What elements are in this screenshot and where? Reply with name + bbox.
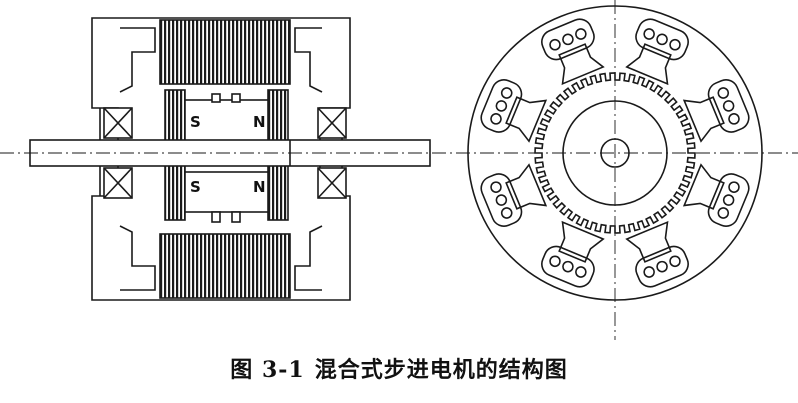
coil-wire-section <box>495 100 508 112</box>
stator-pole <box>541 18 605 86</box>
bearing-top-right <box>317 107 347 139</box>
coil-wire-section <box>490 113 502 125</box>
magnet-notch-top-left <box>211 93 221 103</box>
coil-wire-section <box>575 28 587 40</box>
bearing-bottom-right <box>317 167 347 199</box>
pole-shoe <box>682 96 725 143</box>
coil-wire-section <box>549 38 561 51</box>
coil-wire-section <box>717 87 730 99</box>
coil-wire-section <box>656 260 668 273</box>
coil-wire-section <box>500 87 513 99</box>
pole-shoe <box>558 220 605 263</box>
coil-wire-section <box>728 181 740 193</box>
stator-pole <box>480 163 548 227</box>
magnet-bottom-south-label: S <box>190 178 201 196</box>
coil-wire-section <box>500 207 513 219</box>
figure-number: 图 3-1 <box>230 357 305 383</box>
coil-winding <box>480 79 523 133</box>
stator-pole <box>682 79 750 143</box>
coil-wire-section <box>575 266 587 278</box>
pole-shoe <box>558 43 605 86</box>
coil-wire-section <box>549 255 561 268</box>
bearing-top-left <box>103 107 133 139</box>
coil-winding <box>707 79 750 133</box>
housing-end-cap-left <box>119 27 156 93</box>
coil-wire-section <box>490 181 502 193</box>
motor-structure-figure: S N S N <box>0 0 798 340</box>
coil-wire-section <box>562 33 574 46</box>
coil-wire-section <box>656 33 668 46</box>
magnet-top-north-label: N <box>253 113 266 131</box>
figure-caption: 图 3-1 混合式步进电机的结构图 <box>0 352 798 384</box>
coil-winding <box>541 245 595 288</box>
bearing-bottom-left <box>103 167 133 199</box>
housing-end-cap-right-lower <box>294 225 323 291</box>
stator-poles <box>480 18 750 288</box>
pole-shoe <box>505 96 548 143</box>
stator-pole <box>625 220 689 288</box>
coil-wire-section <box>643 266 655 278</box>
coil-winding <box>635 18 689 61</box>
coil-winding <box>707 173 750 227</box>
coil-winding <box>480 173 523 227</box>
stator-lamination-bottom <box>159 233 291 299</box>
side-section-view <box>29 17 431 301</box>
coil-wire-section <box>643 28 655 40</box>
housing-end-cap-right <box>294 27 323 93</box>
magnet-top-south-label: S <box>190 113 201 131</box>
magnet-notch-top-right <box>231 93 241 103</box>
coil-winding <box>541 18 595 61</box>
coil-wire-section <box>722 194 735 206</box>
pole-shoe <box>625 220 672 263</box>
magnet-bottom-north-label: N <box>253 178 266 196</box>
coil-wire-section <box>669 38 681 51</box>
coil-wire-section <box>669 255 681 268</box>
coil-wire-section <box>728 113 740 125</box>
coil-wire-section <box>495 194 508 206</box>
permanent-magnet-bottom <box>184 171 269 213</box>
coil-winding <box>635 245 689 288</box>
magnet-notch-bottom-right <box>231 211 241 223</box>
pole-shoe <box>505 163 548 210</box>
coil-wire-section <box>722 100 735 112</box>
coil-wire-section <box>717 207 730 219</box>
coil-wire-section <box>562 260 574 273</box>
pole-shoe <box>625 43 672 86</box>
housing-end-cap-left-lower <box>119 225 156 291</box>
stator-lamination-top <box>159 19 291 85</box>
stator-pole <box>625 18 689 86</box>
rotor-toothed-rim <box>534 72 696 234</box>
magnet-notch-bottom-left <box>211 211 221 223</box>
stator-pole <box>682 163 750 227</box>
permanent-magnet-top <box>184 99 269 143</box>
stator-pole <box>480 79 548 143</box>
stator-pole <box>541 220 605 288</box>
pole-shoe <box>682 163 725 210</box>
figure-title: 混合式步进电机的结构图 <box>314 357 568 383</box>
